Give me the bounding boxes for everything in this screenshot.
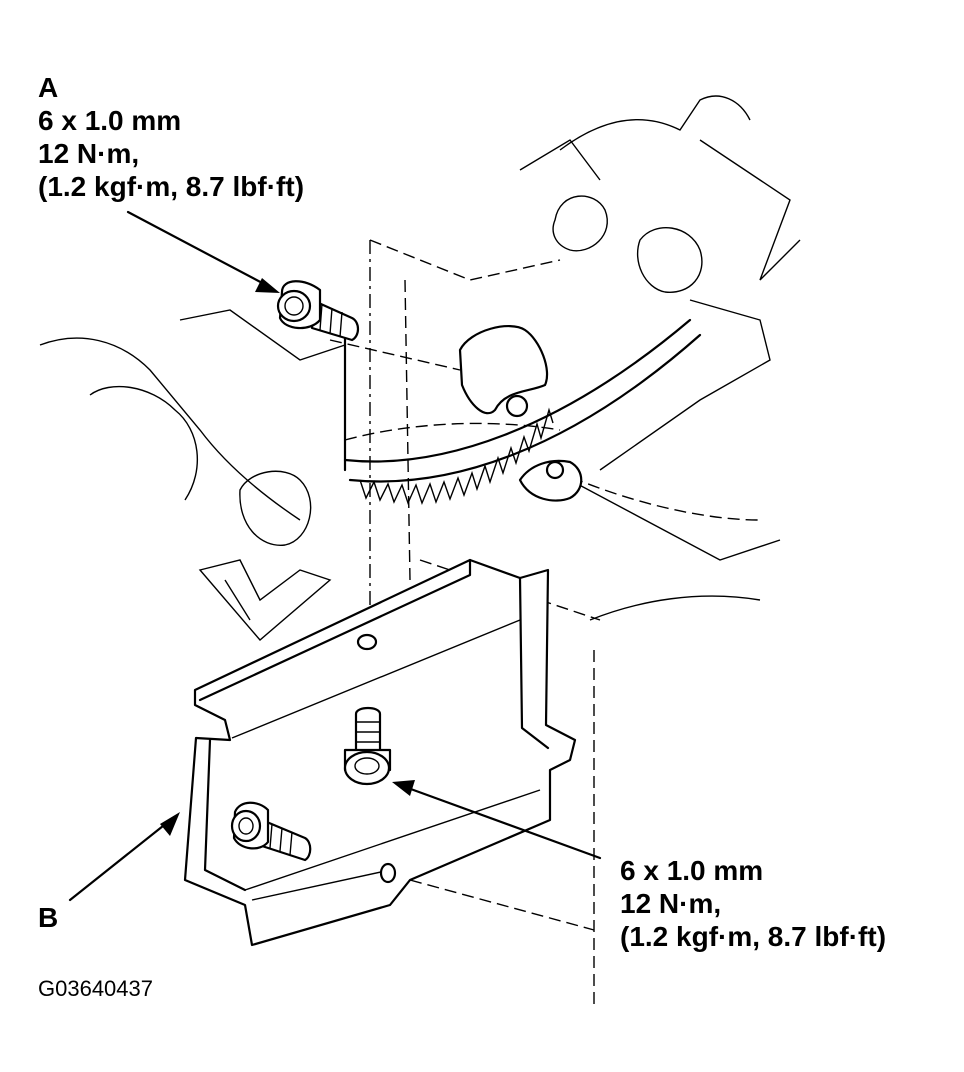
callout-a-torque-alt: (1.2 kgf·m, 8.7 lbf·ft) xyxy=(38,171,305,202)
lower-bolt-size: 6 x 1.0 mm xyxy=(620,855,764,886)
leader-arrow-a xyxy=(126,210,280,293)
leader-arrow-center-bolt xyxy=(392,780,602,860)
callout-b-letter: B xyxy=(38,902,59,933)
bolt-a xyxy=(276,280,360,342)
ring-gear xyxy=(343,318,702,505)
leader-arrow-b xyxy=(68,812,180,902)
bolt-center xyxy=(343,706,392,786)
callout-a-torque-nm: 12 N·m, xyxy=(38,138,140,169)
callout-a-letter: A xyxy=(38,72,59,103)
figure-id: G03640437 xyxy=(38,976,153,1001)
lower-bolt-torque-nm: 12 N·m, xyxy=(620,888,722,919)
bolt-side xyxy=(230,801,312,862)
engine-block-outline xyxy=(39,95,801,641)
lower-bolt-torque-alt: (1.2 kgf·m, 8.7 lbf·ft) xyxy=(620,921,887,952)
callout-a-bolt-size: 6 x 1.0 mm xyxy=(38,105,182,136)
